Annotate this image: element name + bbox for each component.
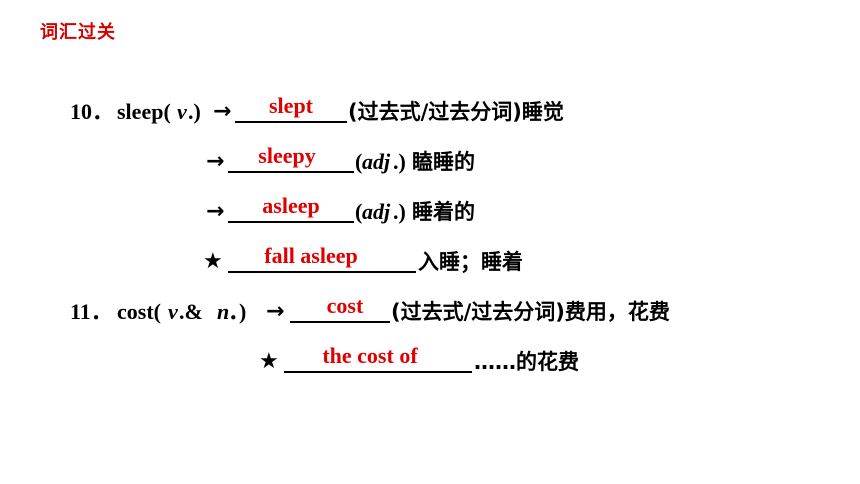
note-text: (过去式/过去分词)费用，花费 (391, 300, 670, 324)
vocab-item-10: 10． sleep( v .) → slept (过去式/过去分词)睡觉 (0, 90, 860, 126)
pos-abbrev: v (177, 99, 187, 124)
arrow-icon: → (206, 149, 225, 174)
vocab-item-11: 11． cost( v .& n ．) → cost (过去式/过去分词)费用，… (0, 290, 860, 326)
answer-blank (228, 271, 416, 273)
vocab-item-11-phrase: ★ the cost of ……的花费 (0, 340, 860, 376)
headword: sleep( (117, 99, 171, 124)
answer-blank (290, 321, 390, 323)
arrow-icon: → (266, 299, 285, 324)
answer-text: cost (326, 293, 364, 318)
item-number: 11． (70, 299, 113, 324)
pos-close: .) (393, 199, 406, 224)
vocab-item-10-phrase: ★ fall asleep 入睡；睡着 (0, 240, 860, 276)
meaning-text: 瞌睡的 (412, 150, 475, 174)
pos-mid: .& (179, 299, 203, 324)
pos-abbrev: adj (362, 149, 391, 174)
pos-open: ( (355, 199, 363, 224)
vocab-item-10-derivative-1: → sleepy ( adj .) 瞌睡的 (0, 140, 860, 176)
answer-text: slept (269, 93, 313, 118)
answer-text: the cost of (322, 343, 418, 368)
answer-blank (284, 371, 472, 373)
headword: cost( (117, 299, 161, 324)
note-text: (过去式/过去分词)睡觉 (348, 100, 564, 124)
vocab-item-10-derivative-2: → asleep ( adj .) 睡着的 (0, 190, 860, 226)
pos-abbrev: adj (362, 199, 391, 224)
pos-close: ．) (228, 299, 247, 324)
pos-close: .) (393, 149, 406, 174)
meaning-text: 睡着的 (412, 200, 475, 224)
arrow-icon: → (213, 99, 232, 124)
answer-blank (228, 171, 354, 173)
star-icon: ★ (259, 349, 279, 374)
pos-close: .) (188, 99, 201, 124)
pos-open: ( (355, 149, 363, 174)
answer-text: sleepy (258, 143, 316, 168)
answer-blank (228, 221, 354, 223)
section-title: 词汇过关 (40, 22, 116, 43)
arrow-icon: → (206, 199, 225, 224)
meaning-text: 入睡；睡着 (418, 250, 523, 274)
answer-text: asleep (262, 193, 320, 218)
item-number: 10． (70, 99, 115, 124)
pos-abbrev-2: n (217, 299, 230, 324)
answer-blank (235, 121, 347, 123)
answer-text: fall asleep (264, 243, 358, 268)
pos-abbrev: v (168, 299, 178, 324)
meaning-text: ……的花费 (474, 350, 579, 374)
star-icon: ★ (203, 249, 223, 274)
